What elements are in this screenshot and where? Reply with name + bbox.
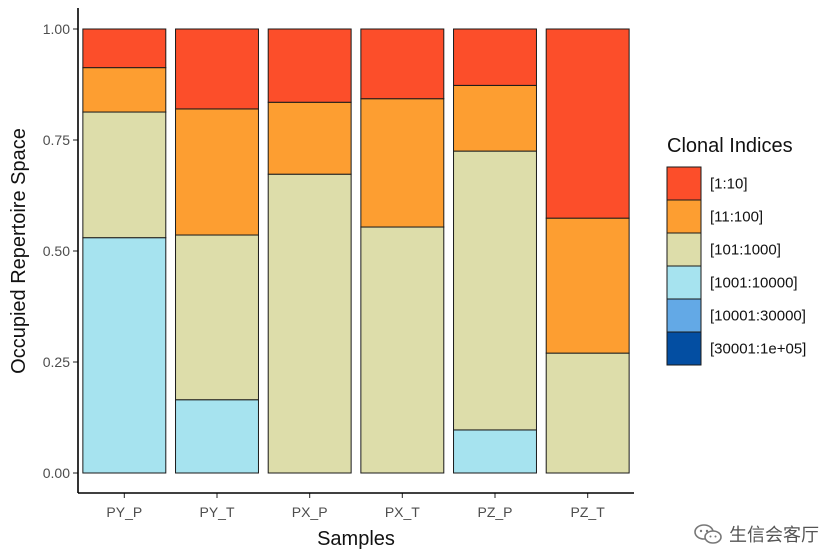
- bar-segment: [82, 237, 167, 474]
- legend-key: [666, 232, 702, 267]
- x-tick-label: PX_P: [292, 504, 328, 520]
- bar-segment: [545, 352, 630, 474]
- y-tick-label: 0.50: [43, 243, 70, 259]
- y-axis-title: Occupied Repertoire Space: [8, 128, 30, 374]
- x-axis-title: Samples: [317, 528, 395, 550]
- y-tick-label: 0.25: [43, 354, 70, 370]
- bar-segment: [175, 28, 259, 110]
- bar-segment: [453, 84, 537, 152]
- bar-segment: [82, 67, 167, 113]
- y-tick-label: 1.00: [43, 21, 70, 37]
- x-tick-label: PY_T: [199, 504, 234, 520]
- legend-label: [1:10]: [710, 176, 748, 193]
- bar-segment: [545, 28, 630, 219]
- legend-title: Clonal Indices: [667, 135, 793, 157]
- bar-segment: [453, 429, 537, 474]
- bar-segment: [82, 111, 167, 239]
- watermark: 生信会客厅: [689, 519, 823, 549]
- legend-label: [101:1000]: [710, 242, 781, 259]
- bar-segment: [360, 98, 445, 228]
- wechat-icon: [694, 524, 722, 544]
- bar-segment: [267, 101, 352, 175]
- bar-segment: [175, 234, 259, 401]
- x-tick-label: PZ_T: [571, 504, 606, 520]
- bar-segment: [175, 108, 259, 236]
- bar-segment: [453, 150, 537, 431]
- legend-label: [1001:10000]: [710, 275, 798, 292]
- legend-label: [30001:1e+05]: [710, 341, 806, 358]
- bar-segment: [453, 28, 537, 86]
- legend-key: [666, 166, 702, 201]
- bar-segment: [82, 28, 167, 69]
- legend-key: [666, 298, 702, 333]
- legend-label: [11:100]: [710, 209, 763, 226]
- legend-key: [666, 265, 702, 300]
- bar-segment: [360, 226, 445, 474]
- x-tick-label: PY_P: [106, 504, 142, 520]
- bar-segment: [175, 399, 259, 474]
- bar-segment: [360, 28, 445, 100]
- legend-label: [10001:30000]: [710, 308, 806, 325]
- bar-segment: [267, 173, 352, 474]
- x-tick-label: PX_T: [385, 504, 420, 520]
- x-tick-label: PZ_P: [477, 504, 512, 520]
- legend-key: [666, 331, 702, 366]
- watermark-text: 生信会客厅: [729, 525, 819, 546]
- bar-segment: [545, 217, 630, 354]
- bar-segment: [267, 28, 352, 103]
- y-tick-label: 0.75: [43, 132, 70, 148]
- y-tick-label: 0.00: [43, 465, 70, 481]
- legend-key: [666, 199, 702, 234]
